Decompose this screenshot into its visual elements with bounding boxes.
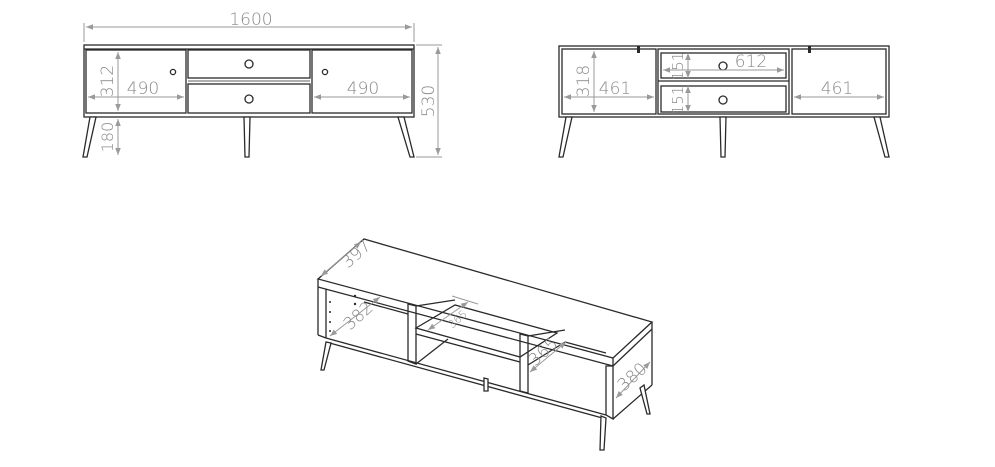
front-top-drawer-knob (244, 59, 254, 69)
dim-inner-left-width: 461 (599, 79, 631, 99)
dim-top-depth: 397 (338, 236, 375, 273)
dim-top-drawer-height: 151 (669, 52, 687, 81)
iso-hole (329, 301, 331, 303)
iso-middle-back (415, 338, 449, 365)
dim-center-depth: 365 (446, 308, 470, 332)
iso-leg-front-left (320, 341, 332, 371)
front-leg-right (397, 116, 415, 158)
front-left-door (85, 49, 187, 114)
dim-left-door-width: 490 (127, 79, 159, 99)
dim-inner-right-width: 461 (821, 79, 853, 99)
dim-compartment-height: 318 (574, 65, 594, 97)
iso-right-front-panel (605, 365, 614, 421)
iso-divider-right-top (527, 329, 566, 337)
iso-leg-back-right (639, 383, 651, 415)
front-top-drawer (187, 49, 311, 79)
front-leg-left (82, 116, 97, 158)
dim-bottom-drawer-height: 151 (669, 86, 687, 115)
iso-hole (329, 311, 331, 313)
iso-leg-front-right (599, 415, 607, 451)
inner-left-hinge (637, 46, 640, 53)
dim-total-height: 530 (419, 85, 439, 117)
iso-middle-shelf-front (415, 333, 521, 363)
dim-door-height: 312 (98, 65, 118, 97)
front-view: 1600 530 312 180 490 490 (82, 10, 442, 158)
iso-leg-middle (483, 377, 489, 392)
iso-left-bottom (317, 334, 327, 339)
front-leg-middle (243, 116, 251, 158)
inner-right-compartment (791, 48, 887, 115)
iso-bottom-front-edge (325, 337, 607, 416)
front-bottom-drawer-knob (244, 94, 254, 104)
inner-top-drawer (660, 52, 787, 79)
dim-middle-shelf-depth: 365 (525, 334, 563, 371)
dim-leg-height: 180 (98, 122, 117, 153)
inner-view: 318 461 461 612 151 151 (558, 45, 890, 158)
dim-total-width: 1600 (229, 10, 272, 30)
dim-drawer-width: 612 (735, 52, 767, 72)
inner-leg-left (558, 116, 573, 158)
iso-hole (329, 330, 331, 332)
iso-top-right-lower-edge (612, 328, 653, 367)
front-left-knob (169, 68, 177, 76)
iso-hole (329, 321, 331, 323)
iso-divider-left-top (415, 299, 456, 307)
inner-leg-middle (719, 116, 727, 158)
inner-bottom-drawer (660, 85, 787, 113)
iso-right-compartment-back (564, 341, 607, 354)
iso-bottom-lower-edge (325, 341, 607, 420)
dim-right-door-width: 490 (347, 79, 379, 99)
front-right-door (311, 49, 413, 114)
inner-bottom-drawer-knob (718, 95, 728, 105)
isometric-view: 397 382 365 365 380 (316, 236, 654, 451)
iso-hole (353, 294, 357, 298)
inner-leg-right (873, 116, 890, 158)
inner-right-hinge (808, 46, 811, 53)
inner-left-compartment (561, 48, 657, 115)
iso-divider-right (519, 333, 529, 394)
inner-top-drawer-knob (718, 61, 728, 71)
front-right-knob (321, 68, 329, 76)
front-bottom-drawer (187, 83, 311, 114)
